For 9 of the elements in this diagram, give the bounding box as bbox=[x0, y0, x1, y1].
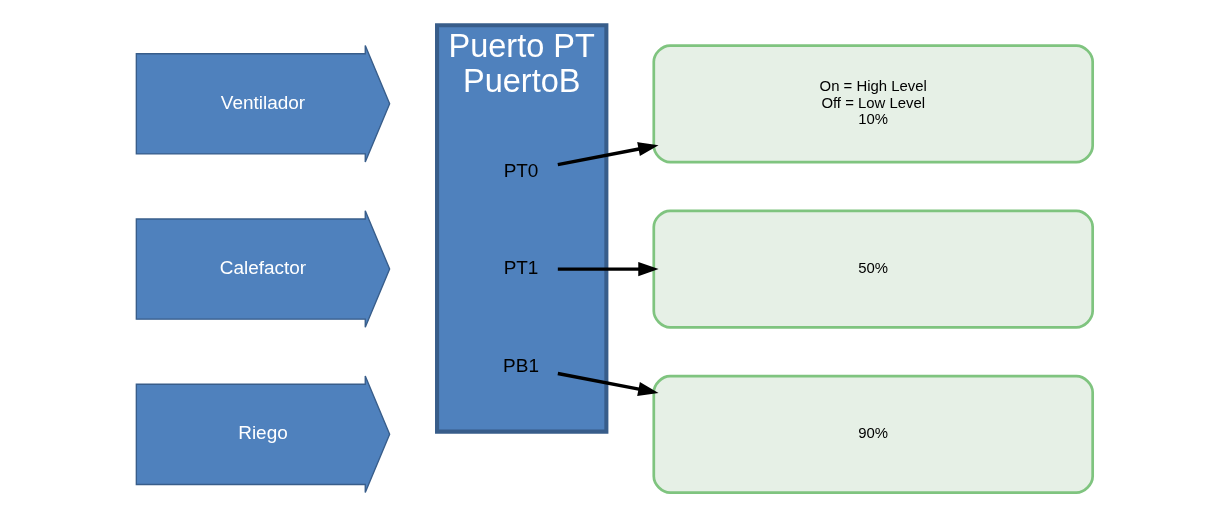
node-box: On = High Level Off = Low Level 10% bbox=[651, 43, 1094, 163]
node-box: 50% bbox=[651, 208, 1094, 329]
node-text: PT0 bbox=[503, 159, 538, 181]
node-text: PB1 bbox=[502, 354, 539, 376]
node-text: PT1 bbox=[503, 256, 538, 278]
arrow bbox=[557, 371, 659, 396]
node-box: 90% bbox=[651, 374, 1094, 494]
arrow bbox=[557, 141, 659, 166]
arrow bbox=[557, 261, 659, 276]
